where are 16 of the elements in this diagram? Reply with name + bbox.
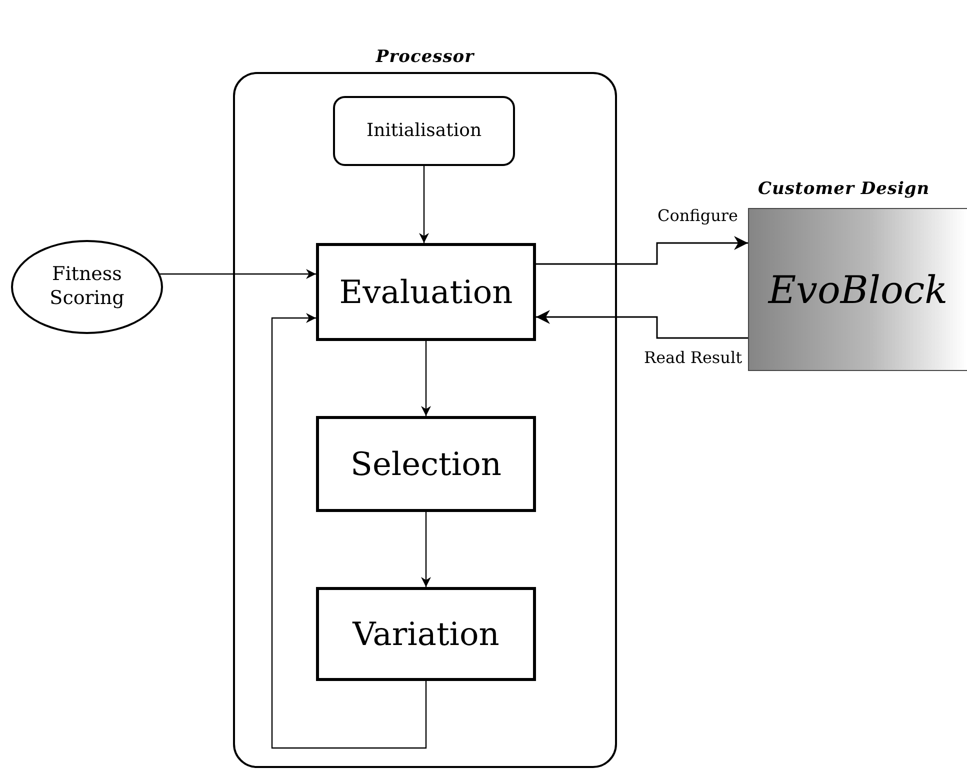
process-box: Evaluation bbox=[316, 243, 536, 341]
process-box: Initialisation bbox=[333, 96, 515, 166]
edge-label: Configure bbox=[657, 207, 738, 225]
arrow bbox=[421, 512, 431, 587]
group-heading: Processor bbox=[374, 46, 476, 69]
process-box: Variation bbox=[316, 587, 536, 681]
arrow bbox=[536, 310, 748, 339]
arrow bbox=[271, 313, 427, 749]
arrow bbox=[419, 166, 429, 243]
process-box: Selection bbox=[316, 416, 536, 512]
input-ellipse: Fitness Scoring bbox=[11, 240, 163, 334]
arrow bbox=[421, 341, 431, 416]
arrow bbox=[160, 269, 316, 279]
group-heading: Customer Design bbox=[757, 178, 931, 201]
block-label: EvoBlock bbox=[768, 268, 948, 312]
arrow bbox=[536, 236, 748, 265]
